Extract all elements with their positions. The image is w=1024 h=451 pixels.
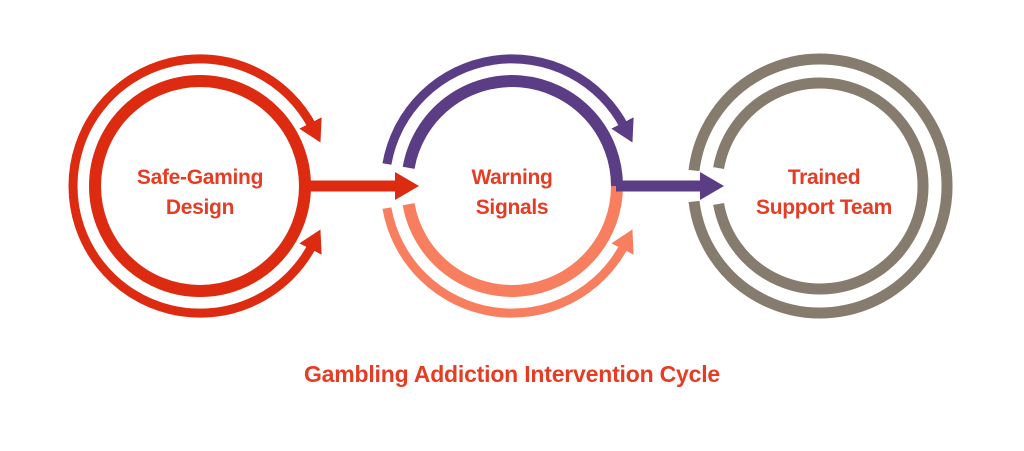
node-label-line: Warning: [471, 166, 553, 189]
node1-outer-arc-top-arrow: [68, 54, 322, 187]
node-warning-signals: [382, 54, 634, 318]
node2-inner-ring-top: [402, 75, 623, 187]
node3-inner-ring: [713, 77, 929, 295]
node-label-warning-signals: Warning Signals: [382, 163, 642, 223]
node1-outer-arc-bottom-arrow: [68, 185, 322, 318]
node-label-line: Safe-Gaming: [136, 166, 264, 189]
node2-inner-ring-bottom: [402, 185, 623, 297]
node-label-safe-gaming-design: Safe-Gaming Design: [70, 163, 330, 223]
node2-outer-arc-top-arrow: [382, 54, 634, 165]
node-label-trained-support-team: Trained Support Team: [694, 163, 954, 223]
node-label-line: Signals: [475, 196, 549, 219]
node-label-line: Trained: [787, 166, 861, 189]
node2-outer-arc-bottom-arrow: [382, 207, 634, 318]
node-label-line: Design: [165, 196, 235, 219]
diagram-title: Gambling Addiction Intervention Cycle: [303, 361, 720, 387]
node-trained-support-team: [688, 53, 953, 319]
node3-outer-ring: [688, 53, 953, 319]
node-label-line: Support Team: [755, 196, 893, 219]
